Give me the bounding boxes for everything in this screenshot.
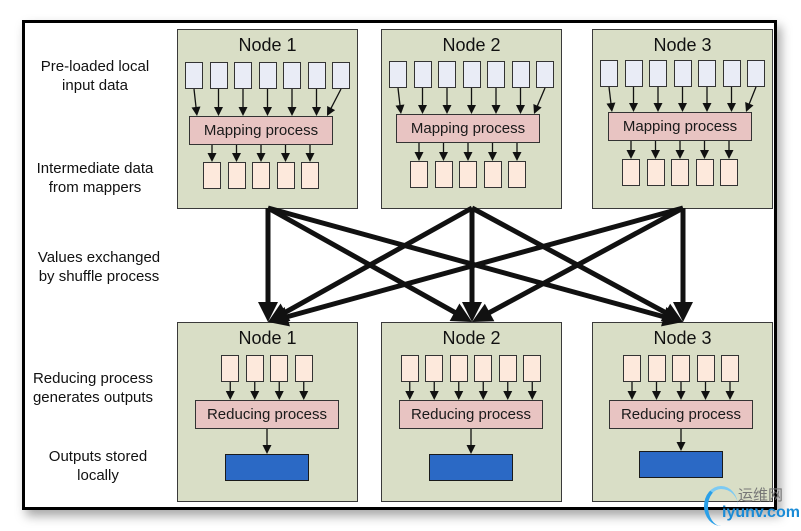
reduce-input-block (474, 355, 493, 382)
output-block (225, 454, 309, 481)
input-data-block (600, 60, 618, 87)
node-title: Node 3 (653, 328, 712, 348)
node-title: Node 2 (442, 35, 501, 55)
intermediate-data-block (671, 159, 689, 186)
intermediate-data-block (434, 161, 453, 188)
label-line: Outputs stored (48, 448, 148, 465)
mapping-process: Mapping process (396, 114, 540, 143)
reducing-process: Reducing process (609, 400, 753, 429)
input-data-block (722, 60, 741, 87)
reduce-input-block (449, 355, 468, 382)
reduce-input-block (498, 355, 517, 382)
intermediate-data-block (508, 161, 526, 188)
watermark-logo-icon (704, 486, 738, 526)
input-data-block (747, 60, 765, 87)
reduce-input-block (245, 355, 264, 382)
intermediate-data-block (276, 162, 295, 189)
node-title: Node 3 (653, 35, 712, 55)
input-data-block (462, 61, 481, 88)
intermediate-data-block (720, 159, 738, 186)
reduce-input-block (721, 355, 739, 382)
intermediate-data-block (459, 161, 477, 188)
intermediate-data-block (227, 162, 246, 189)
reduce-input-block (696, 355, 715, 382)
label-line: locally (77, 467, 119, 484)
input-data-block (209, 62, 228, 89)
input-data-block (438, 61, 456, 88)
label-shuffle: Values exchanged by shuffle process (24, 248, 174, 286)
reduce-input-block (425, 355, 444, 382)
intermediate-data-block (695, 159, 714, 186)
input-data-block (649, 60, 667, 87)
input-data-block (536, 61, 554, 88)
intermediate-data-block (410, 161, 428, 188)
node-title: Node 1 (238, 35, 297, 55)
input-data-block (511, 61, 530, 88)
reduce-input-block (623, 355, 641, 382)
reduce-input-block (672, 355, 690, 382)
input-data-block (698, 60, 716, 87)
input-data-block (673, 60, 692, 87)
label-line: Reducing process (32, 370, 154, 387)
label-line: Intermediate data (36, 160, 154, 177)
mapping-process: Mapping process (189, 116, 333, 145)
input-data-block (307, 62, 326, 89)
intermediate-data-block (483, 161, 502, 188)
label-line: Pre-loaded local (40, 58, 150, 75)
label-line: generates outputs (32, 389, 154, 406)
input-data-block (283, 62, 301, 89)
input-data-block (234, 62, 252, 89)
reduce-input-block (270, 355, 289, 382)
watermark-cn: 运维网 (738, 487, 784, 504)
intermediate-data-block (622, 159, 640, 186)
reduce-input-block (647, 355, 666, 382)
input-data-block (624, 60, 643, 87)
node-title: Node 1 (238, 328, 297, 348)
input-data-block (185, 62, 203, 89)
output-block (639, 451, 723, 478)
label-line: by shuffle process (38, 268, 160, 285)
intermediate-data-block (203, 162, 221, 189)
label-outputs: Outputs stored locally (23, 447, 173, 485)
input-data-block (389, 61, 407, 88)
reduce-input-block (400, 355, 419, 382)
output-block (429, 454, 513, 481)
intermediate-data-block (252, 162, 270, 189)
label-line: Values exchanged (37, 249, 161, 266)
node-title: Node 2 (442, 328, 501, 348)
intermediate-data-block (301, 162, 319, 189)
intermediate-data-block (646, 159, 665, 186)
input-data-block (332, 62, 350, 89)
label-reducing: Reducing process generates outputs (18, 369, 168, 407)
reduce-input-block (221, 355, 240, 382)
reducing-process: Reducing process (399, 400, 543, 429)
label-input-data: Pre-loaded local input data (20, 57, 170, 95)
reduce-input-block (523, 355, 542, 382)
input-data-block (258, 62, 277, 89)
input-data-block (487, 61, 505, 88)
label-line: input data (62, 77, 128, 94)
reduce-input-block (294, 355, 313, 382)
watermark-en: iyunv.com (722, 504, 800, 521)
label-intermediate-data: Intermediate data from mappers (20, 159, 170, 197)
mapping-process: Mapping process (608, 112, 752, 141)
reducing-process: Reducing process (195, 400, 339, 429)
input-data-block (413, 61, 432, 88)
label-line: from mappers (48, 179, 142, 196)
watermark: 运维网 iyunv.com (700, 484, 800, 528)
